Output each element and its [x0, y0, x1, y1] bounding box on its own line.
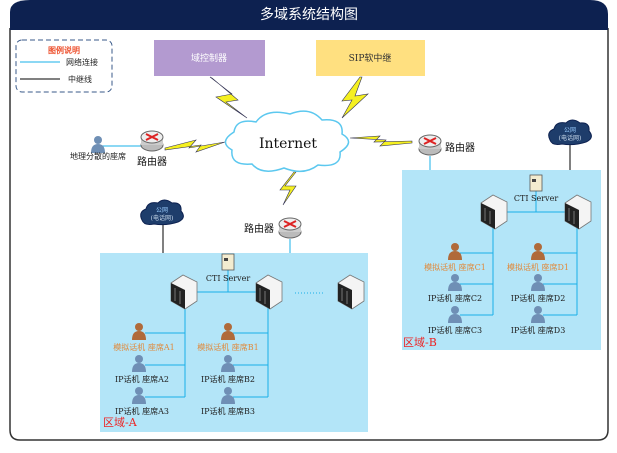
remote-agent-label: 地理分散的座席 — [70, 151, 126, 161]
cti-server-icon — [221, 253, 235, 271]
legend-trunk-label: 中继线 — [68, 74, 92, 84]
router-label: 路由器 — [137, 155, 167, 168]
lightning-icon — [164, 139, 226, 153]
agent-label: 模拟话机 座席C1 — [424, 262, 486, 272]
domain-controller-label: 域控制器 — [191, 52, 227, 64]
pstn-label: 公网 — [156, 207, 168, 214]
agent-label: IP话机 座席D2 — [511, 293, 566, 303]
sip-trunk-label: SIP软中继 — [349, 52, 392, 64]
region-a-label: 区域-A — [103, 416, 138, 429]
agent-label: IP话机 座席A3 — [115, 406, 169, 416]
remote-agent-icon — [91, 136, 105, 153]
pstn-label: 公网 — [564, 127, 576, 134]
domain-controller-box — [154, 40, 265, 76]
region-b-label: 区域-B — [403, 336, 437, 349]
agent-label: IP话机 座席D3 — [511, 325, 566, 335]
agent-label: IP话机 座席C2 — [428, 293, 482, 303]
agent-label: IP话机 座席B2 — [201, 374, 255, 384]
agent-label: 模拟话机 座席B1 — [197, 342, 259, 352]
pstn-label: (电话网) — [151, 214, 174, 222]
lightning-icon — [349, 135, 413, 147]
lightning-icon — [341, 76, 369, 119]
legend: 图例说明 网络连接 中继线 — [15, 39, 113, 93]
cti-server-icon — [529, 174, 543, 192]
lightning-icon — [279, 171, 297, 206]
sip-trunk-box — [316, 40, 425, 76]
router-label: 路由器 — [244, 222, 274, 235]
agent-label: IP话机 座席C3 — [428, 325, 482, 335]
lightning-icon — [209, 76, 248, 119]
cti-server-label: CTI Server — [514, 194, 558, 203]
internet-label: Internet — [259, 136, 317, 152]
region-a: CTI Server 模拟话机 座席A1 IP话机 座席A2 IP话机 座席A3… — [100, 253, 368, 432]
title-bar — [10, 0, 608, 30]
legend-network-label: 网络连接 — [66, 57, 98, 67]
agent-label: IP话机 座席B3 — [201, 406, 255, 416]
wan-links — [164, 76, 413, 206]
router-label: 路由器 — [445, 141, 475, 154]
pstn-label: (电话网) — [559, 134, 582, 142]
legend-title: 图例说明 — [48, 45, 80, 55]
agent-label: 模拟话机 座席D1 — [507, 262, 569, 272]
agent-label: IP话机 座席A2 — [115, 374, 169, 384]
router-icon — [418, 134, 442, 156]
agent-label: 模拟话机 座席A1 — [113, 342, 174, 352]
router-icon — [140, 130, 164, 152]
cti-server-label: CTI Server — [206, 274, 250, 283]
frame — [9, 28, 609, 441]
region-b: CTI Server 模拟话机 座席C1 IP话机 座席C2 IP话机 座席C3… — [402, 170, 601, 350]
internet-cloud: Internet — [224, 110, 350, 173]
diagram-title: 多域系统结构图 — [260, 6, 358, 23]
router-icon — [278, 217, 302, 239]
